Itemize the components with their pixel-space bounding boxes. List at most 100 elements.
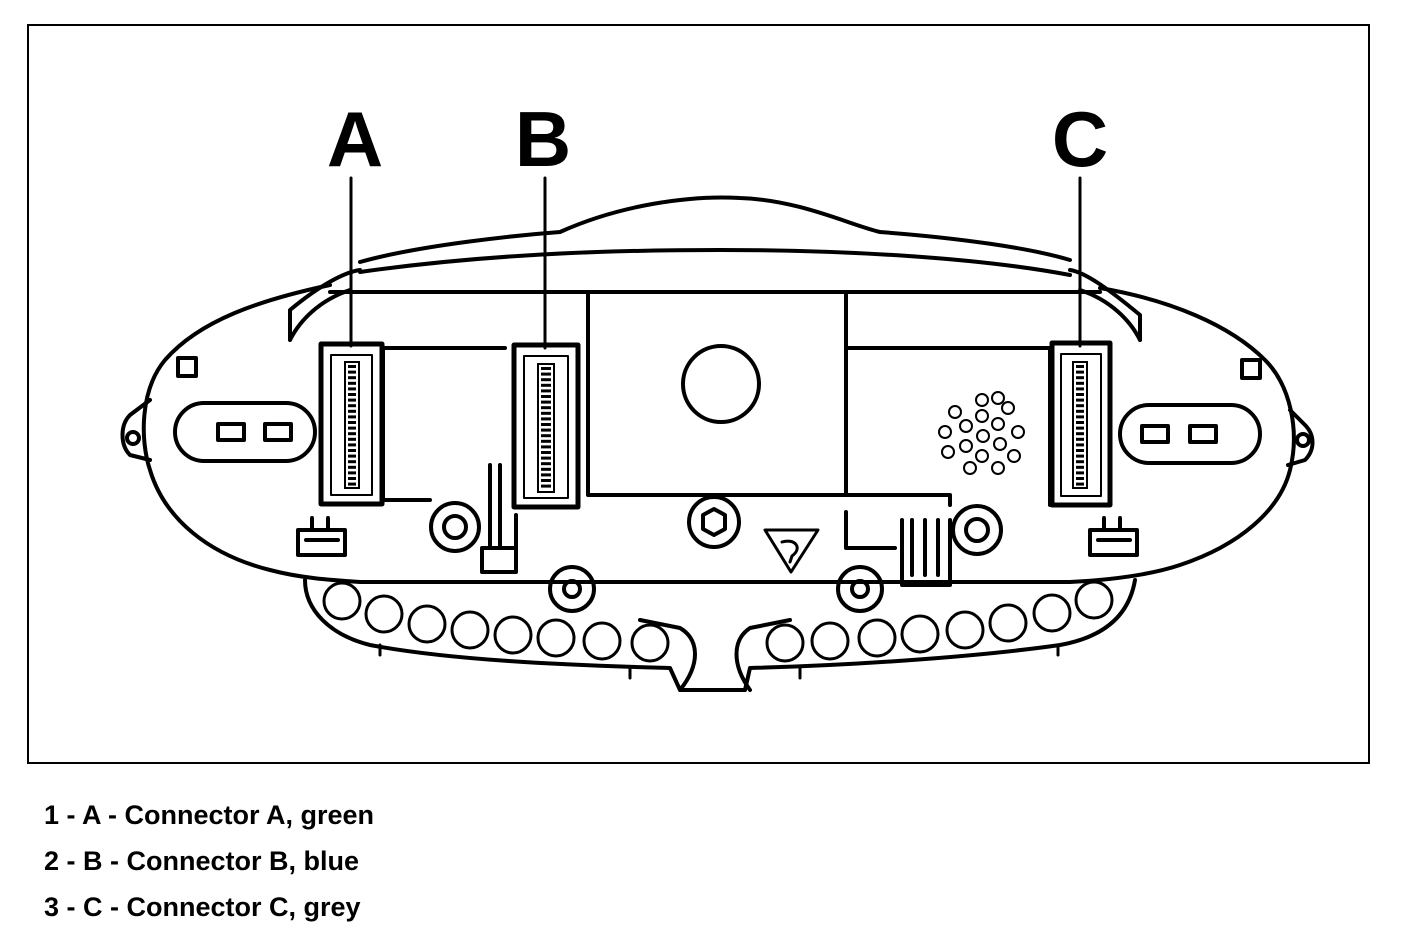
connector-pin bbox=[348, 398, 356, 402]
lamp-socket-left bbox=[173, 401, 317, 463]
pin-left bbox=[548, 565, 596, 613]
connector-a-inner bbox=[330, 354, 373, 496]
connector-pin bbox=[541, 411, 551, 415]
lamp-slot-left-2 bbox=[263, 422, 293, 442]
connector-pin bbox=[348, 471, 356, 475]
connector-pin bbox=[541, 417, 551, 421]
legend: 1 - A - Connector A, green 2 - B - Conne… bbox=[44, 792, 374, 930]
legend-item-b: 2 - B - Connector B, blue bbox=[44, 846, 360, 876]
connector-pin bbox=[541, 462, 551, 466]
board-left bbox=[381, 346, 507, 502]
callout-c: C bbox=[1052, 95, 1108, 183]
hood-lower-line bbox=[358, 248, 1072, 277]
lamp-slot-right-1 bbox=[1140, 424, 1170, 444]
connector-pin bbox=[541, 445, 551, 449]
screw-center-hex bbox=[701, 507, 727, 537]
connector-pin bbox=[1076, 381, 1084, 385]
harness-b bbox=[480, 463, 518, 574]
harness-right bbox=[900, 518, 952, 587]
callout-a: A bbox=[327, 95, 383, 183]
connector-pin bbox=[348, 482, 356, 486]
board-center bbox=[586, 290, 848, 497]
connector-pin bbox=[348, 409, 356, 413]
connector-pin bbox=[348, 454, 356, 458]
connector-pin bbox=[348, 376, 356, 380]
connector-pin bbox=[348, 393, 356, 396]
connector-pin bbox=[348, 449, 356, 452]
connector-pin bbox=[1076, 482, 1084, 486]
center-knob bbox=[681, 344, 761, 424]
mount-ear-left bbox=[120, 398, 152, 462]
connector-pin bbox=[1076, 409, 1084, 413]
connector-pin bbox=[541, 434, 551, 438]
diagram-frame bbox=[27, 24, 1370, 764]
instrument-cluster-diagram: A B C bbox=[120, 95, 1315, 692]
bulb-strip bbox=[303, 578, 1137, 692]
connector-pin bbox=[348, 421, 356, 424]
lamp-slot-right-2 bbox=[1188, 424, 1218, 444]
connector-pin bbox=[1076, 393, 1084, 396]
lamp-slot-left-1 bbox=[216, 422, 246, 442]
connector-b-inner bbox=[523, 355, 569, 499]
connector-pin bbox=[348, 465, 356, 469]
connector-pin bbox=[541, 467, 551, 471]
bulb-sockets bbox=[322, 580, 1114, 663]
connector-pin bbox=[1076, 415, 1084, 419]
connector-a-pins bbox=[344, 361, 360, 489]
connector-b-pins bbox=[537, 363, 555, 493]
connector-pin bbox=[1076, 449, 1084, 452]
connector-pin bbox=[1076, 398, 1084, 402]
connector-pin bbox=[348, 460, 356, 464]
tab-right bbox=[1240, 358, 1262, 380]
connector-pin bbox=[348, 370, 356, 374]
clip-left bbox=[296, 516, 347, 557]
connector-pin bbox=[541, 383, 551, 387]
connector-pin bbox=[1076, 421, 1084, 424]
connector-pin bbox=[541, 367, 551, 370]
connector-pin bbox=[541, 479, 551, 482]
connector-pin bbox=[348, 437, 356, 441]
board-right-step bbox=[844, 510, 897, 550]
connector-pin bbox=[541, 378, 551, 382]
post-right-inner bbox=[964, 517, 990, 543]
connector-c-pins bbox=[1072, 361, 1088, 489]
callout-b: B bbox=[515, 95, 571, 183]
pin-right bbox=[836, 565, 884, 613]
connector-pin bbox=[1076, 477, 1084, 480]
housing-outline bbox=[141, 283, 1296, 584]
connector-pin bbox=[1076, 365, 1084, 368]
lamp-socket-right bbox=[1118, 403, 1262, 465]
pin-left-inner bbox=[562, 579, 582, 599]
connector-pin bbox=[541, 473, 551, 477]
connector-pin bbox=[541, 423, 551, 426]
screw-center bbox=[687, 495, 741, 549]
connector-pin bbox=[541, 456, 551, 460]
connector-pin bbox=[348, 477, 356, 480]
connector-pin bbox=[1076, 437, 1084, 441]
connector-pin bbox=[348, 381, 356, 385]
connector-pin bbox=[541, 451, 551, 454]
post-right bbox=[951, 504, 1003, 556]
connector-pin bbox=[348, 426, 356, 430]
logo-mark bbox=[780, 539, 799, 564]
connector-pin bbox=[1076, 426, 1084, 430]
connector-pin bbox=[1076, 387, 1084, 391]
connector-pin bbox=[348, 443, 356, 447]
connector-pin bbox=[348, 432, 356, 436]
pin-right-inner bbox=[850, 579, 870, 599]
post-left bbox=[429, 501, 481, 553]
connector-pin bbox=[1076, 404, 1084, 408]
connector-pin bbox=[1076, 465, 1084, 469]
connector-pin bbox=[1076, 432, 1084, 436]
connector-pin bbox=[348, 415, 356, 419]
tab-left bbox=[176, 356, 198, 378]
connector-pin bbox=[348, 404, 356, 408]
connector-pin bbox=[541, 439, 551, 443]
connector-pin bbox=[348, 387, 356, 391]
connector-c-inner bbox=[1060, 353, 1102, 497]
connector-pin bbox=[541, 400, 551, 404]
speaker-hole bbox=[976, 429, 990, 443]
connector-pin bbox=[1076, 471, 1084, 475]
mount-hole-right bbox=[1295, 432, 1311, 448]
connector-pin bbox=[1076, 454, 1084, 458]
